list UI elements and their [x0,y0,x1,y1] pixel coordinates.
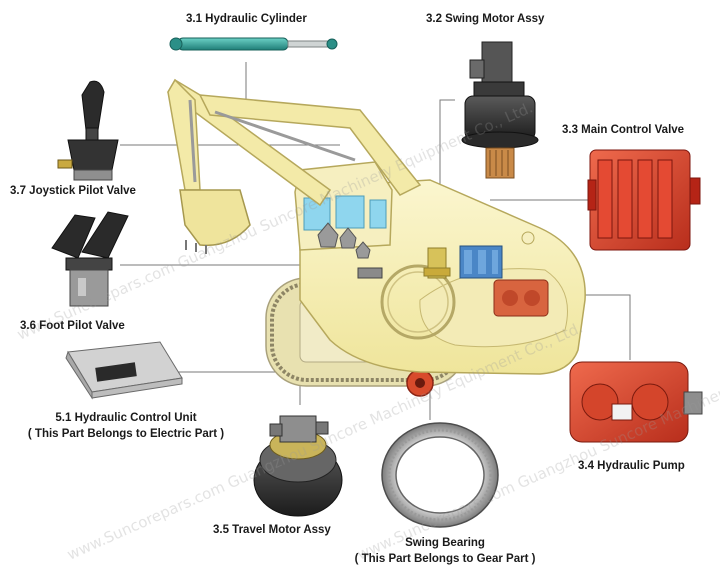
main-control-valve-image [587,149,701,251]
label-foot-pilot-valve: 3.6 Foot Pilot Valve [20,320,125,332]
label-hydraulic-cylinder: 3.1 Hydraulic Cylinder [186,13,307,25]
label-main-control-valve: 3.3 Main Control Valve [562,124,685,136]
hydraulic-pump-image [569,361,703,443]
label-swing-bearing: Swing Bearing [405,537,485,549]
travel-motor-image [253,415,343,517]
label-joystick-pilot-valve: 3.7 Joystick Pilot Valve [10,185,136,197]
joystick-pilot-valve-image [57,80,119,181]
hydraulic-cylinder-image [169,37,338,51]
label-hydraulic-pump: 3.4 Hydraulic Pump [578,460,685,472]
label-hydraulic-control-unit: 5.1 Hydraulic Control Unit [55,412,197,424]
swing-motor-image [461,41,539,179]
label-travel-motor: 3.5 Travel Motor Assy [213,524,331,536]
hydraulic-control-unit-image [65,341,183,400]
label-hydraulic-control-unit-note: ( This Part Belongs to Electric Part ) [27,428,225,440]
label-swing-bearing-note: ( This Part Belongs to Gear Part ) [354,553,536,565]
foot-pilot-valve-image [51,211,129,307]
swing-bearing-image [381,422,499,528]
boom-arm-bucket [167,78,422,254]
label-swing-motor: 3.2 Swing Motor Assy [426,13,545,25]
